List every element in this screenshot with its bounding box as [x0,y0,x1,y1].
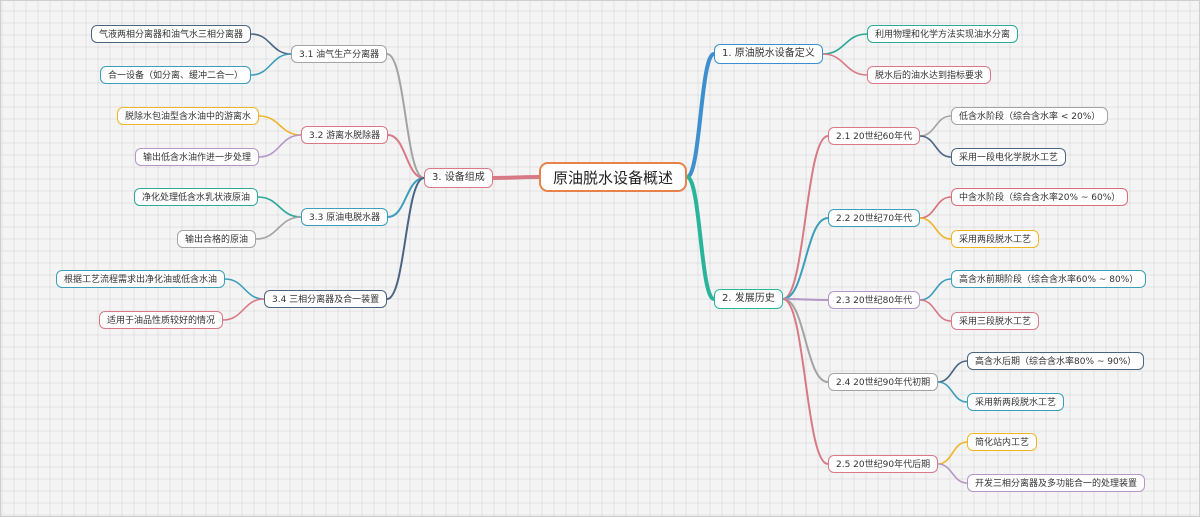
connector-history-leaf [919,115,952,137]
leaf-process-demand[interactable]: 根据工艺流程需求出净化油或低含水油 [56,270,226,288]
connector-equipment-leaf [255,216,302,240]
connector-equipment-child [386,177,425,300]
connector-history-child [782,217,829,300]
topic-definition[interactable]: 1. 原油脱水设备定义 [714,44,823,64]
leaf-early-1990s-stage[interactable]: 高含水后期（综合含水率80% ~ 90%） [967,352,1145,370]
connector-root-equipment [491,175,541,180]
leaf-qualified-oil[interactable]: 输出合格的原油 [177,230,257,248]
leaf-1970s-process[interactable]: 采用两段脱水工艺 [951,230,1040,248]
connector-history-child [782,298,829,383]
leaf-free-water-removal[interactable]: 脱除水包油型含水油中的游离水 [117,107,260,125]
connector-root-definition [685,52,716,179]
connector-equipment-leaf [222,298,265,321]
leaf-1970s-stage[interactable]: 中含水阶段（综合含水率20% ~ 60%） [951,188,1129,206]
connector-definition-child [822,53,868,76]
connector-equipment-leaf [257,196,302,218]
leaf-1980s-stage[interactable]: 高含水前期阶段（综合含水率60% ~ 80%） [951,270,1147,288]
leaf-late-1990s-simplify[interactable]: 简化站内工艺 [967,433,1038,451]
leaf-early-1990s-process[interactable]: 采用新两段脱水工艺 [967,393,1065,411]
connector-history-leaf [937,441,968,465]
leaf-1980s-process[interactable]: 采用三段脱水工艺 [951,312,1040,330]
subtopic-1970s[interactable]: 2.2 20世纪70年代 [828,209,921,227]
connector-equipment-child [386,53,425,179]
subtopic-late-1990s[interactable]: 2.5 20世纪90年代后期 [828,455,939,473]
connector-equipment-leaf [250,53,292,76]
subtopic-1980s[interactable]: 2.3 20世纪80年代 [828,291,921,309]
connector-history-child [782,298,829,301]
subtopic-definition-target[interactable]: 脱水后的油水达到指标要求 [867,66,992,84]
subtopic-early-1990s[interactable]: 2.4 20世纪90年代初期 [828,373,939,391]
connector-history-leaf [919,196,952,219]
subtopic-1960s[interactable]: 2.1 20世纪60年代 [828,127,921,145]
subtopic-three-phase-separator[interactable]: 3.4 三相分离器及合一装置 [264,290,388,308]
connector-equipment-child [387,177,425,218]
leaf-1960s-process[interactable]: 采用一段电化学脱水工艺 [951,148,1067,166]
connector-history-child [782,298,829,465]
connector-equipment-leaf [250,33,292,55]
root-topic[interactable]: 原油脱水设备概述 [539,162,688,192]
connector-history-leaf [919,278,952,301]
connector-definition-child [822,33,868,55]
topic-equipment[interactable]: 3. 设备组成 [424,168,493,188]
connector-equipment-leaf [258,115,302,136]
leaf-separator-types[interactable]: 气液两相分离器和油气水三相分离器 [91,25,252,43]
leaf-combined-equipment[interactable]: 合一设备（如分离、缓冲二合一） [100,66,252,84]
subtopic-definition-method[interactable]: 利用物理和化学方法实现油水分离 [867,25,1019,43]
leaf-late-1990s-develop[interactable]: 开发三相分离器及多功能合一的处理装置 [967,474,1146,492]
connector-history-leaf [919,135,952,158]
connector-history-leaf [919,299,952,322]
connector-history-child [782,135,829,300]
leaf-low-water-output[interactable]: 输出低含水油作进一步处理 [135,148,260,166]
leaf-emulsion-purify[interactable]: 净化处理低含水乳状液原油 [134,188,259,206]
connector-history-leaf [919,217,952,240]
leaf-1960s-stage[interactable]: 低含水阶段（综合含水率 < 20%） [951,107,1109,125]
subtopic-free-water-remover[interactable]: 3.2 游离水脱除器 [301,126,389,144]
connector-equipment-leaf [258,134,302,158]
connector-equipment-child [387,134,425,179]
subtopic-electric-dehydrator[interactable]: 3.3 原油电脱水器 [301,208,389,226]
connector-root-history [685,175,716,301]
connector-equipment-leaf [224,278,265,300]
topic-history[interactable]: 2. 发展历史 [714,289,783,309]
connector-history-leaf [937,360,968,383]
connector-history-leaf [937,463,968,484]
connector-history-leaf [937,381,968,403]
leaf-good-oil-quality[interactable]: 适用于油品性质较好的情况 [99,311,224,329]
subtopic-production-separator[interactable]: 3.1 油气生产分离器 [291,45,388,63]
